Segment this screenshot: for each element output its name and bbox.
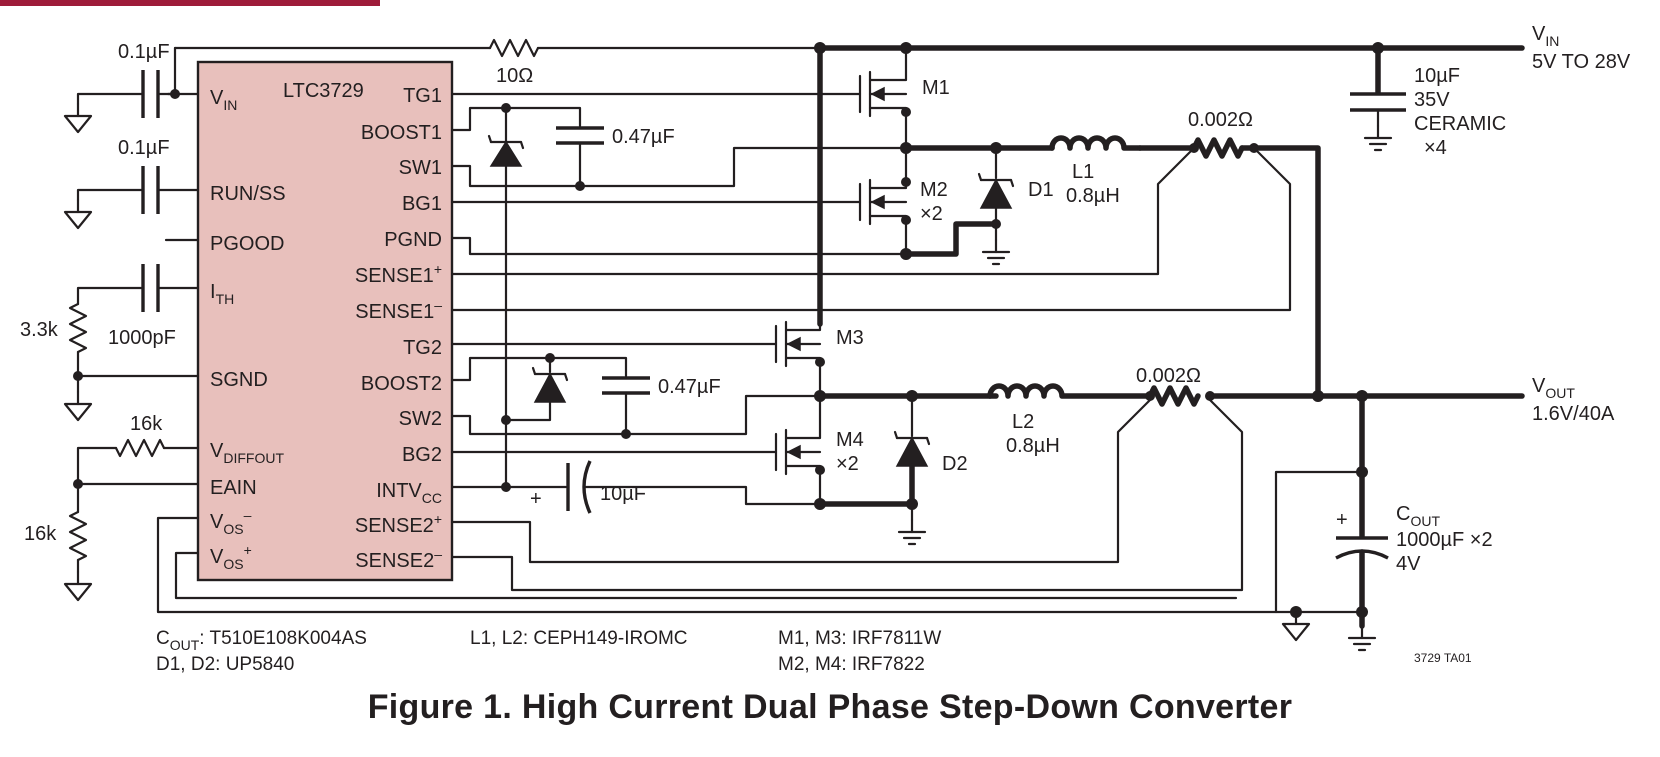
pin-sense1-plus: SENSE1+ [355, 261, 442, 287]
m1-label: M1 [922, 77, 950, 99]
ic-right-pins: TG1 BOOST1 SW1 BG1 PGND SENSE1+ SENSE1– … [355, 85, 442, 572]
vout-rail-label: VOUT [1532, 375, 1575, 401]
pin-sense2-minus: SENSE2– [355, 546, 442, 572]
c-in-voltage: 35V [1414, 89, 1450, 111]
cout-value: 1000µF ×2 [1396, 529, 1493, 551]
pin-sgnd: SGND [210, 369, 268, 391]
vout-spec-label: 1.6V/40A [1532, 403, 1615, 425]
m3-label: M3 [836, 327, 864, 349]
pin-vdiffout: VDIFFOUT [210, 440, 284, 466]
ic-ltc3729-body [196, 60, 454, 582]
cout-voltage: 4V [1396, 553, 1421, 575]
parts-list: COUT: T510E108K004AS D1, D2: UP5840 L1, … [156, 628, 1472, 675]
pin-sense1-minus: SENSE1– [355, 297, 442, 323]
vout-rail [1207, 390, 1525, 652]
pin-vos-plus: VOS+ [210, 542, 252, 572]
c-run-label: 0.1µF [118, 137, 170, 159]
pin-tg1: TG1 [403, 85, 442, 107]
pin-ith: ITH [210, 281, 234, 307]
figure-caption: Figure 1. High Current Dual Phase Step-D… [367, 688, 1293, 726]
parts-cout: COUT: T510E108K004AS [156, 628, 367, 653]
d2-label: D2 [942, 453, 968, 475]
pin-boost2: BOOST2 [361, 373, 442, 395]
pin-sense2-plus: SENSE2+ [355, 511, 442, 537]
rsense1-label: 0.002Ω [1188, 109, 1253, 131]
cout-name: COUT [1396, 503, 1440, 529]
pin-bg2: BG2 [402, 444, 442, 466]
pin-run-ss: RUN/SS [210, 183, 286, 205]
left-side-network [63, 38, 1298, 614]
phase2-power-stage [450, 320, 1244, 592]
vin-rail [814, 42, 1525, 327]
l1-name-label: L1 [1072, 161, 1094, 183]
m4-count-label: ×2 [836, 453, 859, 475]
ic-name: LTC3729 [283, 80, 364, 102]
parts-m1-m3: M1, M3: IRF7811W [778, 628, 941, 649]
pin-vos-minus: VOS– [210, 507, 252, 537]
r-vin-label: 10Ω [496, 65, 533, 87]
l2-name-label: L2 [1012, 411, 1034, 433]
pin-intvcc: INTVCC [376, 480, 442, 506]
c-vin-label: 0.1µF [118, 41, 170, 63]
r-ith-label: 3.3k [20, 319, 59, 341]
l2-value-label: 0.8µH [1006, 435, 1060, 457]
c-in-type: CERAMIC [1414, 113, 1506, 135]
pin-vin: VIN [210, 87, 237, 113]
c-ith-label: 1000pF [108, 327, 176, 349]
cout-pol: + [1336, 509, 1348, 531]
d1-label: D1 [1028, 179, 1054, 201]
m2-count-label: ×2 [920, 203, 943, 225]
vin-range-label: 5V TO 28V [1532, 51, 1631, 73]
m4-label: M4 [836, 429, 864, 451]
ic-left-pins: VIN RUN/SS PGOOD ITH SGND VDIFFOUT EAIN … [210, 87, 286, 572]
pin-sw1: SW1 [399, 157, 442, 179]
c-in-count: ×4 [1424, 137, 1447, 159]
vin-rail-label: VIN [1532, 23, 1559, 49]
r-diff2-label: 16k [24, 523, 57, 545]
pin-pgnd: PGND [384, 229, 442, 251]
phase1-power-stage [450, 42, 1321, 489]
c-boost2-label: 0.47µF [658, 376, 721, 398]
c-in-value: 10µF [1414, 65, 1460, 87]
brand-header-fragment [0, 0, 380, 6]
r-diff1-label: 16k [130, 413, 163, 435]
pin-eain: EAIN [210, 477, 257, 499]
pin-boost1: BOOST1 [361, 122, 442, 144]
pin-pgood: PGOOD [210, 233, 284, 255]
l1-value-label: 0.8µH [1066, 185, 1120, 207]
m2-label: M2 [920, 179, 948, 201]
rsense2-label: 0.002Ω [1136, 365, 1201, 387]
parts-m2-m4: M2, M4: IRF7822 [778, 654, 925, 675]
parts-inductors: L1, L2: CEPH149-IROMC [470, 628, 688, 649]
parts-diodes: D1, D2: UP5840 [156, 654, 294, 675]
c-intvcc-pol: + [530, 488, 542, 510]
pin-bg1: BG1 [402, 193, 442, 215]
figure-id: 3729 TA01 [1414, 651, 1472, 665]
pin-sw2: SW2 [399, 408, 442, 430]
c-intvcc-label: 10µF [600, 483, 646, 505]
c-boost1-label: 0.47µF [612, 126, 675, 148]
pin-tg2: TG2 [403, 337, 442, 359]
